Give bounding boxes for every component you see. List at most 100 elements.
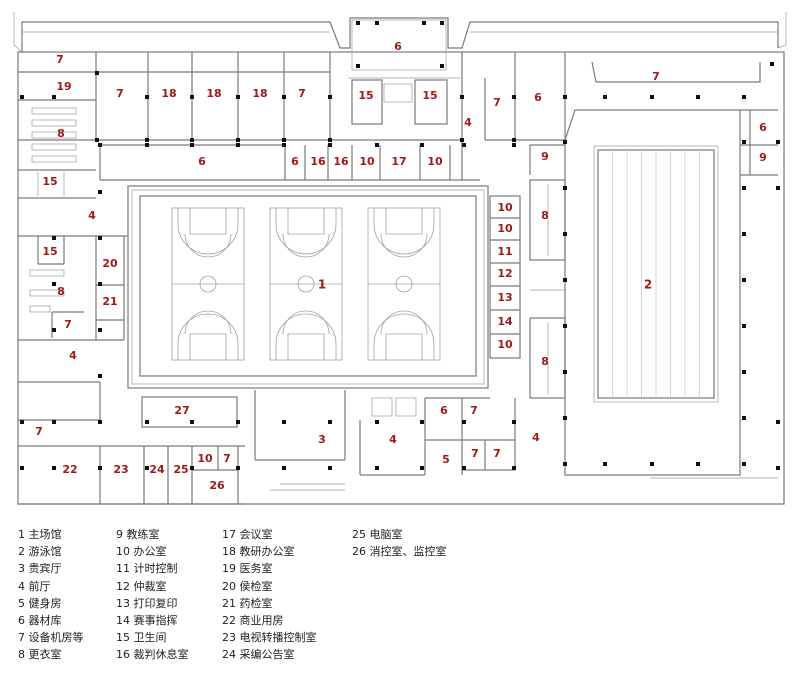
floor-plan: 1234444456666667777777777788889910101010… — [13, 12, 787, 505]
legend-item: 23 电视转播控制室 — [222, 631, 317, 645]
swimming-pool — [564, 109, 741, 476]
room-label: 21 — [102, 295, 117, 308]
room-label: 16 — [310, 155, 326, 168]
room-label: 8 — [541, 209, 549, 222]
room-label: 7 — [223, 452, 231, 465]
legend-item: 19 医务室 — [222, 562, 273, 576]
legend-item: 21 药检室 — [222, 596, 273, 610]
legend-item: 8 更衣室 — [18, 648, 62, 662]
legend-column-1: 1 主场馆 2 游泳馆 3 贵宾厅 4 前厅 5 健身房 6 器材库 7 设备机房等 8 更衣… — [18, 526, 84, 664]
room-label: 15 — [358, 89, 373, 102]
room-label: 8 — [541, 355, 549, 368]
room-label: 8 — [57, 285, 65, 298]
room-label: 6 — [440, 404, 448, 417]
legend-item: 1 主场馆 — [18, 528, 62, 541]
legend-item: 7 设备机房等 — [18, 631, 84, 645]
room-label: 4 — [464, 116, 472, 129]
room-label: 7 — [652, 70, 660, 83]
legend-item: 15 卫生间 — [116, 631, 167, 645]
legend-item: 17 会议室 — [222, 528, 273, 541]
room-label: 18 — [252, 87, 267, 100]
room-label: 25 — [173, 463, 188, 476]
room-label: 6 — [534, 91, 542, 104]
room-label: 4 — [389, 433, 397, 446]
room-label: 10 — [497, 222, 513, 235]
basketball-courts — [171, 207, 441, 361]
room-label: 22 — [62, 463, 77, 476]
room-label: 13 — [497, 291, 512, 304]
room-label: 15 — [422, 89, 437, 102]
room-label: 2 — [644, 278, 652, 292]
legend-item: 4 前厅 — [18, 579, 51, 593]
room-label: 12 — [497, 267, 512, 280]
room-label: 19 — [56, 80, 71, 93]
room-label: 4 — [88, 209, 96, 222]
room-label: 10 — [359, 155, 375, 168]
room-label: 6 — [291, 155, 299, 168]
room-label: 8 — [57, 127, 65, 140]
room-label: 26 — [209, 479, 225, 492]
room-label: 6 — [198, 155, 206, 168]
room-label: 9 — [541, 150, 549, 163]
main-hall — [127, 185, 489, 389]
room-label: 5 — [442, 453, 450, 466]
room-label: 10 — [197, 452, 213, 465]
building-outline — [13, 12, 787, 505]
room-label: 6 — [759, 121, 767, 134]
legend-item: 3 贵宾厅 — [18, 562, 62, 576]
legend-column-4: 25 电脑室 26 消控室、监控室 — [352, 526, 447, 560]
room-label: 17 — [391, 155, 406, 168]
room-label: 4 — [69, 349, 77, 362]
room-label: 4 — [532, 431, 540, 444]
room-label: 7 — [470, 404, 478, 417]
legend-item: 2 游泳馆 — [18, 545, 62, 559]
room-label: 24 — [149, 463, 165, 476]
room-label: 7 — [64, 318, 72, 331]
room-label: 7 — [493, 96, 501, 109]
legend-item: 22 商业用房 — [222, 613, 284, 627]
room-label: 1 — [318, 278, 326, 292]
room-label: 10 — [497, 201, 513, 214]
room-legend: 1 主场馆 2 游泳馆 3 贵宾厅 4 前厅 5 健身房 6 器材库 7 设备机房等 8 更衣… — [0, 526, 800, 676]
legend-item: 20 侯检室 — [222, 579, 273, 593]
room-label: 18 — [206, 87, 221, 100]
room-label: 23 — [113, 463, 128, 476]
room-label: 7 — [116, 87, 124, 100]
legend-item: 18 教研办公室 — [222, 545, 295, 559]
legend-item: 6 器材库 — [18, 613, 62, 627]
room-label: 7 — [471, 447, 479, 460]
legend-item: 25 电脑室 — [352, 528, 403, 541]
legend-item: 5 健身房 — [18, 596, 62, 610]
room-label: 6 — [394, 40, 402, 53]
legend-item: 12 仲裁室 — [116, 579, 167, 593]
room-label: 16 — [333, 155, 349, 168]
room-label: 15 — [42, 245, 57, 258]
room-label: 7 — [298, 87, 306, 100]
legend-item: 16 裁判休息室 — [116, 648, 189, 662]
room-label: 7 — [35, 425, 43, 438]
south-wing-walls — [18, 390, 778, 505]
room-label: 3 — [318, 433, 326, 446]
legend-item: 14 赛事指挥 — [116, 613, 178, 627]
structural-columns — [20, 21, 780, 470]
legend-column-3: 17 会议室 18 教研办公室 19 医务室 20 侯检室 21 药检室 22 商业用房 2… — [222, 526, 317, 664]
room-label: 7 — [493, 447, 501, 460]
room-label: 20 — [102, 257, 118, 270]
west-wing-walls — [18, 235, 128, 421]
north-wing-walls — [18, 52, 778, 199]
room-label: 10 — [427, 155, 443, 168]
legend-item: 26 消控室、监控室 — [352, 545, 447, 559]
room-label: 10 — [497, 338, 513, 351]
legend-item: 10 办公室 — [116, 545, 167, 559]
room-label: 27 — [174, 404, 189, 417]
legend-item: 24 采编公告室 — [222, 648, 295, 662]
room-label: 11 — [497, 245, 512, 258]
room-label: 9 — [759, 151, 767, 164]
room-label: 7 — [56, 53, 64, 66]
room-label: 18 — [161, 87, 176, 100]
legend-item: 13 打印复印 — [116, 596, 178, 610]
room-label: 14 — [497, 315, 513, 328]
legend-item: 11 计时控制 — [116, 562, 178, 576]
